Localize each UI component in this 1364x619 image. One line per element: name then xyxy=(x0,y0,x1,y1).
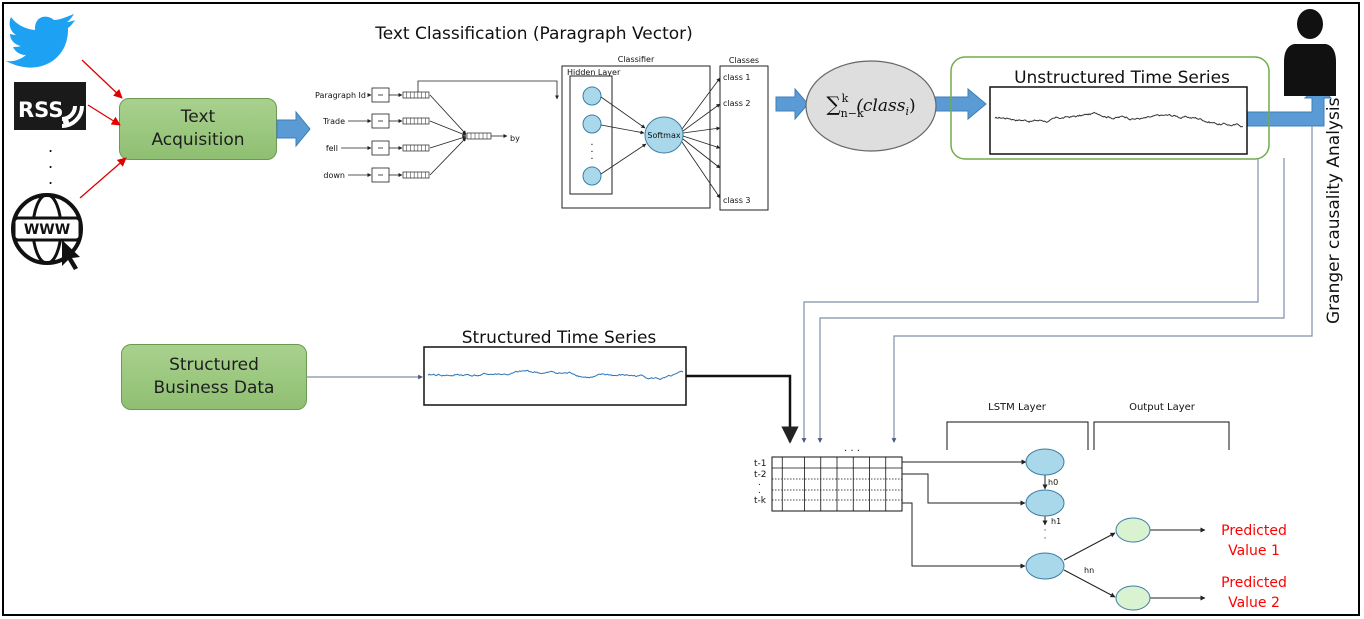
pv-input-label-0: Paragraph Id xyxy=(315,91,366,100)
svg-text:WWW: WWW xyxy=(24,222,70,238)
pv-input-label-2: fell xyxy=(326,144,338,153)
pv-to-classifier-arrow xyxy=(417,80,559,100)
person-icon xyxy=(1284,9,1336,96)
svg-text:·: · xyxy=(590,147,593,158)
lstm-node-0 xyxy=(1025,448,1065,476)
classifier-title: Classifier xyxy=(618,55,655,64)
hidden-layer-dots: · xyxy=(590,140,593,151)
classes-block: Classes class 1 class 2 class 3 xyxy=(681,56,769,211)
paragraph-vector-network: Paragraph Id Trade fell down by xyxy=(315,80,559,183)
hidden-label-h0: h0 xyxy=(1048,478,1058,487)
row-label-1: t-2 xyxy=(754,470,767,480)
svg-text:.: . xyxy=(758,478,761,488)
class-label-2: class 3 xyxy=(723,196,751,205)
text-acquisition-box: Text Acquisition xyxy=(119,98,277,160)
pv-input-label-1: Trade xyxy=(322,117,345,126)
unstructured-series-group: Unstructured Time Series xyxy=(950,56,1270,160)
svg-text:RSS: RSS xyxy=(18,98,63,122)
unstructured-series-title: Unstructured Time Series xyxy=(1014,68,1230,88)
row-label-4: t-k xyxy=(754,496,767,506)
www-globe-icon: WWW xyxy=(11,193,83,270)
svg-text:·: · xyxy=(590,154,593,165)
softmax-label: Softmax xyxy=(647,131,680,140)
unstructured-series-line xyxy=(994,111,1243,128)
structured-series-title: Structured Time Series xyxy=(462,328,657,348)
hidden-label-h1: h1 xyxy=(1051,517,1061,526)
classes-title: Classes xyxy=(729,56,759,65)
diagram-title: Text Classification (Paragraph Vector) xyxy=(374,24,693,44)
structured-series-group: Structured Time Series xyxy=(423,328,799,444)
granger-label: Granger causality Analysis xyxy=(1324,97,1344,324)
lstm-input-table: t-1 t-2 . . t-k . . . xyxy=(754,443,903,512)
class-label-1: class 2 xyxy=(723,99,751,108)
hidden-layer-label: Hidden Layer xyxy=(567,68,621,77)
row-label-0: t-1 xyxy=(754,459,767,469)
sources-dots: ... xyxy=(48,137,53,188)
summation-formula: ∑n−kk(classi) xyxy=(826,92,915,120)
lstm-layer-label: LSTM Layer xyxy=(988,402,1047,413)
pv-embedding-vector xyxy=(402,91,430,99)
hidden-label-hn: hn xyxy=(1084,566,1094,575)
pv-embedding-vector xyxy=(402,144,430,152)
summation-node: ∑n−kk(classi) xyxy=(805,60,937,152)
svg-text:·: · xyxy=(1044,534,1047,544)
source-arrows xyxy=(79,59,127,199)
lstm-layer: LSTM Layer Output Layer h0 h1 xyxy=(902,402,1230,611)
pv-embedding-vector xyxy=(402,117,430,125)
pv-embedding-vector xyxy=(402,171,430,179)
output-node-1 xyxy=(1115,517,1151,543)
lstm-node-1 xyxy=(1025,489,1065,517)
svg-text:·: · xyxy=(1044,526,1047,536)
lstm-node-n xyxy=(1025,552,1065,580)
pv-output-label: by xyxy=(510,134,520,143)
output-layer-label: Output Layer xyxy=(1129,402,1196,413)
classifier-block: Classifier Hidden Layer · · · Softmax xyxy=(561,55,711,209)
table-top-dots: . . . xyxy=(844,443,860,454)
output-node-2 xyxy=(1115,585,1151,611)
svg-text:.: . xyxy=(758,486,761,496)
twitter-bird-icon xyxy=(6,14,75,68)
rss-feed-icon: RSS xyxy=(14,82,86,130)
structured-series-line xyxy=(427,369,684,380)
connector-lines xyxy=(306,126,1313,443)
pv-input-label-3: down xyxy=(323,171,345,180)
class-label-0: class 1 xyxy=(723,73,751,82)
